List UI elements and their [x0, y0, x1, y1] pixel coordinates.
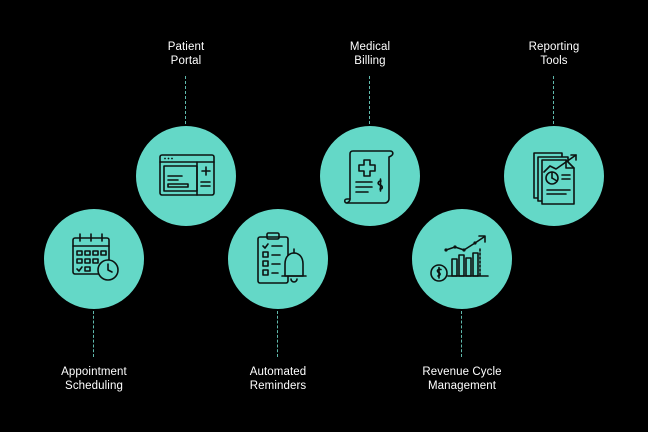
step-title-line2: Management [427, 380, 497, 392]
step-title-line2: Scheduling [65, 380, 123, 392]
medical-bill-scroll-icon [343, 150, 394, 204]
patient-portal-circle [136, 126, 236, 226]
reporting-tools-circle [504, 126, 604, 226]
step-title-line1: Automated [249, 366, 307, 378]
step-label-automated-reminders: Automated Reminders [203, 365, 353, 393]
checklist-bell-icon [257, 232, 307, 284]
step-title-line2: Tools [540, 55, 568, 67]
connector-patient-portal [185, 76, 186, 124]
step-title-line1: Reporting [528, 41, 580, 53]
step-label-reporting-tools: Reporting Tools [479, 40, 629, 68]
step-label-medical-billing: Medical Billing [295, 40, 445, 68]
connector-revenue-cycle-management [461, 311, 462, 357]
step-title-line1: Medical [349, 41, 391, 53]
medical-billing-circle [320, 126, 420, 226]
calendar-clock-icon [72, 233, 119, 281]
connector-automated-reminders [277, 311, 278, 357]
connector-appointment-scheduling [93, 311, 94, 357]
step-title-line1: Patient [167, 41, 205, 53]
step-title-line1: Revenue Cycle [422, 366, 502, 378]
appointment-scheduling-circle [44, 209, 144, 309]
step-title-line1: Appointment [61, 366, 127, 378]
revenue-cycle-management-circle [412, 209, 512, 309]
connector-medical-billing [369, 76, 370, 124]
step-label-revenue-cycle-management: Revenue Cycle Management [387, 365, 537, 393]
step-title-line2: Portal [170, 55, 202, 67]
report-documents-icon [533, 152, 577, 205]
step-title-line2: Billing [354, 55, 386, 67]
chart-growth-dollar-icon [430, 235, 489, 282]
browser-window-icon [159, 154, 215, 196]
automated-reminders-circle [228, 209, 328, 309]
step-title-line2: Reminders [249, 380, 307, 392]
connector-reporting-tools [553, 76, 554, 124]
step-label-patient-portal: Patient Portal [111, 40, 261, 68]
step-label-appointment-scheduling: Appointment Scheduling [19, 365, 169, 393]
